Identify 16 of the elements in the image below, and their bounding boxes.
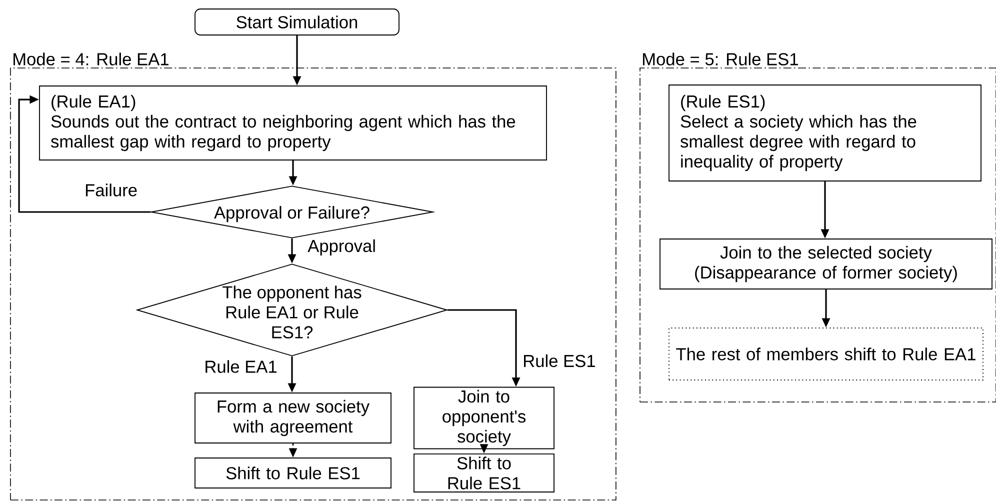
process-box: Join to opponent's society	[414, 386, 554, 450]
dotted-box: The rest of members shift to Rule EA1	[668, 328, 984, 380]
process-box: Shift to Rule ES1	[194, 458, 392, 488]
process-box: Shift to Rule ES1	[414, 454, 554, 492]
edge-label: Approval	[306, 238, 378, 257]
group-heading: Mode = 5: Rule ES1	[643, 52, 798, 66]
process-box: (Rule ES1) Select a society which has the smallest degree with regard to inequality of property	[668, 84, 982, 182]
edge-label: Rule ES1	[521, 353, 598, 368]
group-heading: Mode = 4: Rule EA1	[14, 52, 168, 66]
edge-label: Rule EA1	[202, 358, 279, 374]
arrow	[18, 95, 151, 213]
process-box: Form a new society with agreement	[194, 392, 392, 444]
start-box: Start Simulation	[194, 8, 400, 36]
process-box: (Rule EA1) Sounds out the contract to neighboring agent which has the smallest gap with regard to property	[39, 86, 547, 160]
edge-label: Failure	[83, 182, 139, 198]
process-box: Join to the selected society (Disappearance of former society)	[660, 238, 992, 290]
